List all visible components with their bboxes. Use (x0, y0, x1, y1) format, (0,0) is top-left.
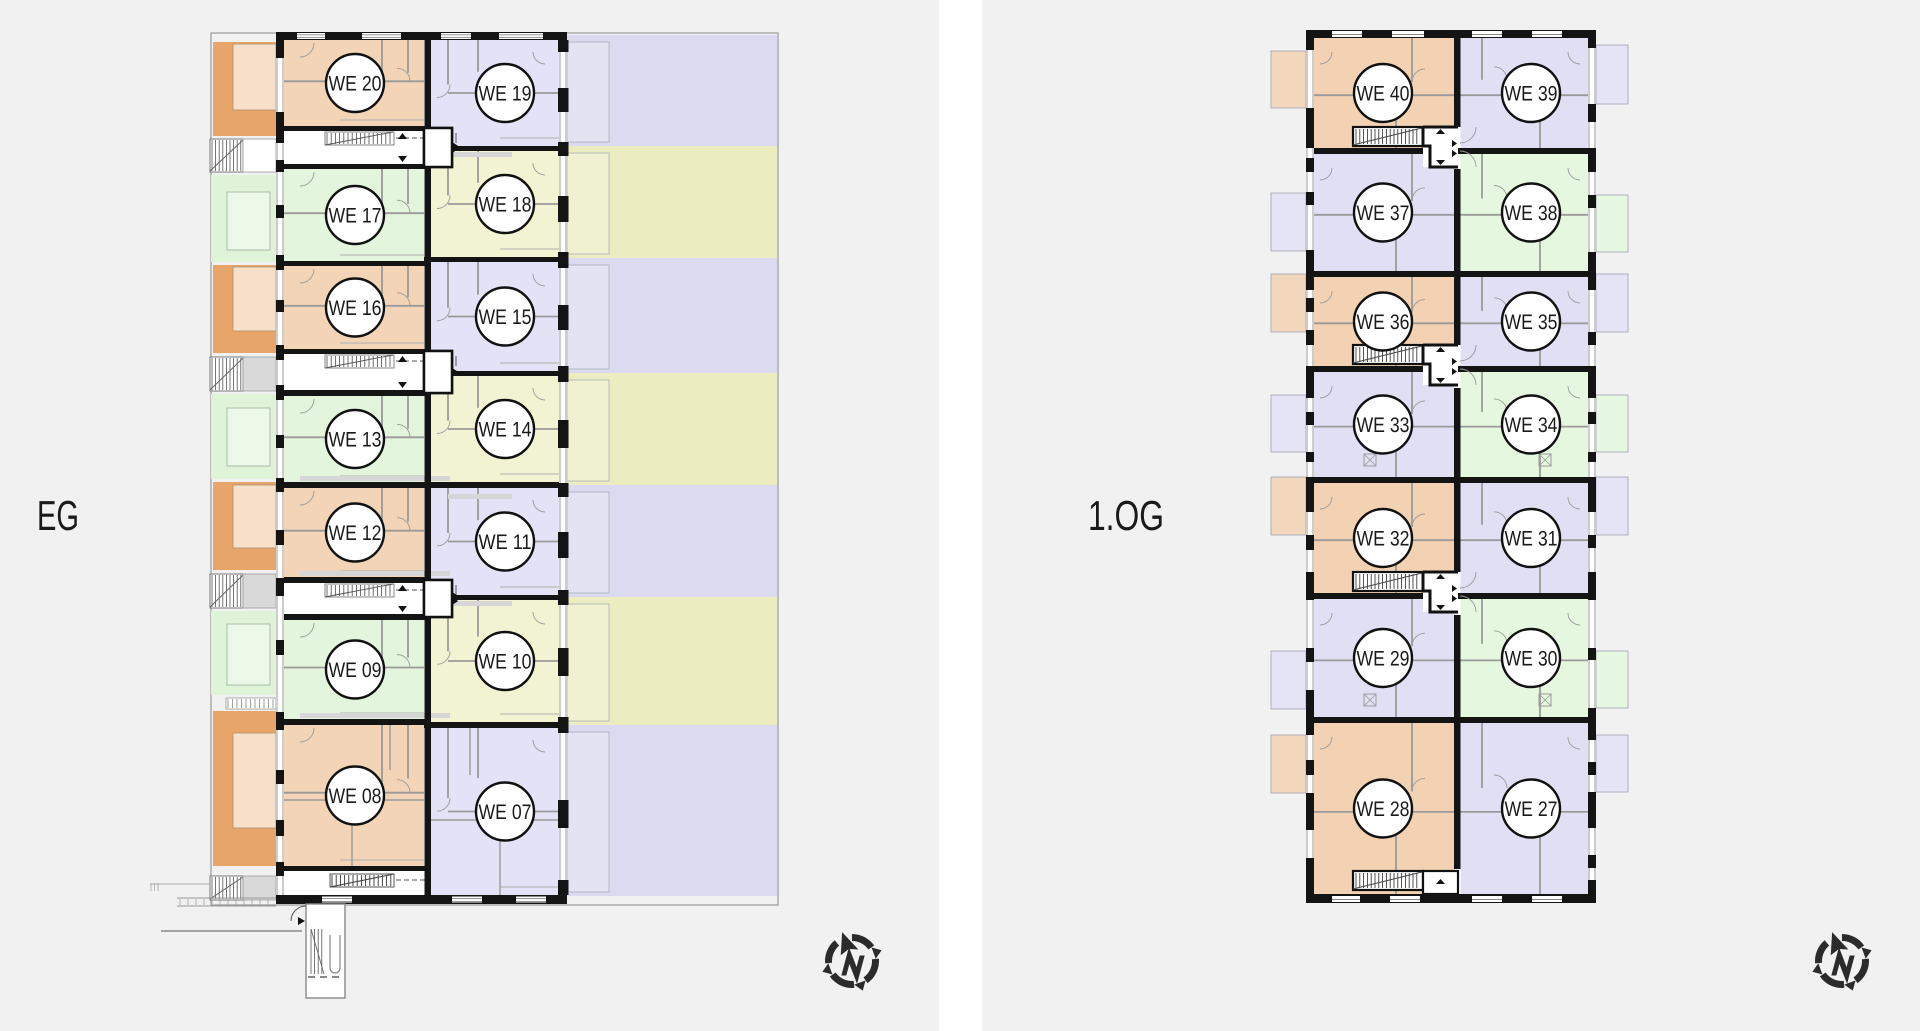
svg-text:WE 07: WE 07 (479, 801, 532, 824)
svg-text:WE 31: WE 31 (1505, 528, 1558, 551)
svg-text:WE 28: WE 28 (1357, 798, 1410, 821)
svg-text:WE 30: WE 30 (1505, 648, 1558, 671)
svg-text:WE 29: WE 29 (1357, 648, 1410, 671)
svg-text:WE 38: WE 38 (1505, 202, 1558, 225)
svg-text:WE 35: WE 35 (1505, 311, 1558, 334)
svg-text:WE 16: WE 16 (329, 297, 382, 320)
svg-text:WE 18: WE 18 (479, 194, 532, 217)
svg-text:WE 32: WE 32 (1357, 528, 1410, 551)
svg-text:WE 17: WE 17 (329, 205, 382, 228)
svg-text:WE 08: WE 08 (329, 785, 382, 808)
svg-text:WE 37: WE 37 (1357, 202, 1410, 225)
svg-text:WE 36: WE 36 (1357, 311, 1410, 334)
svg-text:WE 40: WE 40 (1357, 83, 1410, 106)
svg-text:WE 14: WE 14 (479, 419, 532, 442)
svg-text:WE 39: WE 39 (1505, 83, 1558, 106)
svg-text:WE 09: WE 09 (329, 659, 382, 682)
svg-text:WE 12: WE 12 (329, 522, 382, 545)
svg-text:WE 13: WE 13 (329, 429, 382, 452)
svg-text:WE 20: WE 20 (329, 73, 382, 96)
svg-text:WE 34: WE 34 (1505, 414, 1558, 437)
svg-text:EG: EG (37, 492, 79, 539)
svg-text:WE 19: WE 19 (479, 83, 532, 106)
svg-text:WE 11: WE 11 (479, 531, 532, 554)
svg-text:WE 10: WE 10 (479, 651, 532, 674)
svg-text:1.OG: 1.OG (1088, 492, 1164, 539)
svg-text:WE 15: WE 15 (479, 306, 532, 329)
svg-text:WE 33: WE 33 (1357, 414, 1410, 437)
svg-text:WE 27: WE 27 (1505, 798, 1558, 821)
